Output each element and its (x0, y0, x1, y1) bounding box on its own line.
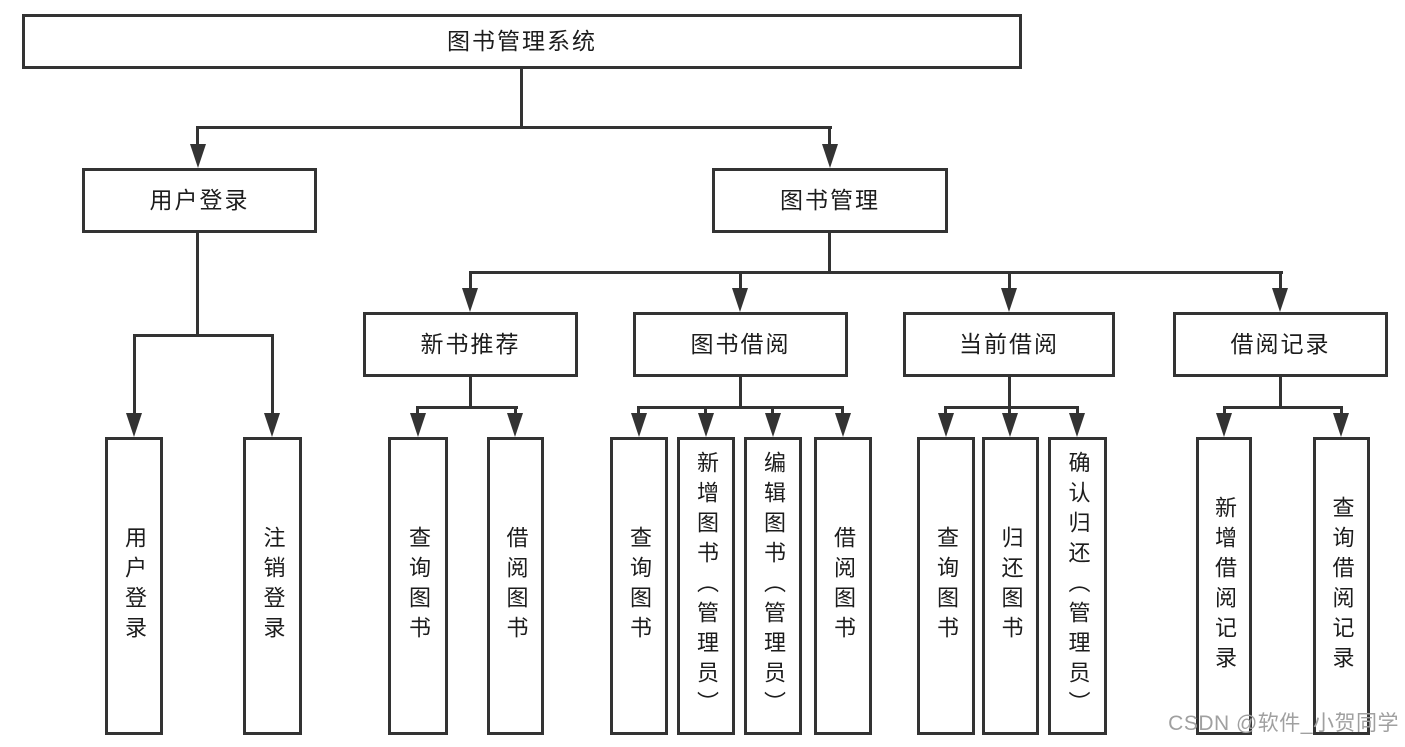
connector-drop-return (1008, 406, 1011, 416)
arrowhead-borrow1 (507, 413, 523, 437)
arrowhead-edit-book (765, 413, 781, 437)
arrowhead-return (1002, 413, 1018, 437)
node-new-book-recommend: 新书推荐 (363, 312, 578, 377)
connector-drop-borrow1 (514, 406, 517, 416)
connector-current-rail (944, 406, 1079, 409)
csdn-watermark: CSDN @软件_小贺同学 (1168, 712, 1399, 735)
arrowhead-query2 (631, 413, 647, 437)
arrowhead-add-record (1216, 413, 1232, 437)
arrowhead-query-record (1333, 413, 1349, 437)
node-book-management: 图书管理 (712, 168, 948, 233)
arrowhead-borrow2 (835, 413, 851, 437)
connector-borrowing-stub (739, 377, 742, 408)
connector-drop-query2 (637, 406, 640, 416)
arrowhead-leaf-login (126, 413, 142, 437)
connector-drop-leaf-logout (271, 334, 274, 416)
connector-drop-leaf-login (133, 334, 136, 416)
leaf-add-book-admin: 新增图书（管理员） (677, 437, 735, 735)
arrowhead-leaf-logout (264, 413, 280, 437)
connector-drop-book-mgmt (828, 126, 831, 148)
arrowhead-add-book (698, 413, 714, 437)
connector-current-stub (1008, 377, 1011, 408)
leaf-query-books-2: 查询图书 (610, 437, 668, 735)
connector-drop-records (1279, 271, 1282, 291)
leaf-return-books: 归还图书 (982, 437, 1039, 735)
arrowhead-confirm (1069, 413, 1085, 437)
arrowhead-borrowing (732, 288, 748, 312)
leaf-user-login: 用户登录 (105, 437, 163, 735)
leaf-query-borrow-record: 查询借阅记录 (1313, 437, 1370, 735)
connector-drop-add-record (1223, 406, 1226, 416)
connector-records-stub (1279, 377, 1282, 408)
connector-drop-borrowing (739, 271, 742, 291)
arrowhead-query3 (938, 413, 954, 437)
connector-user-login-rail (133, 334, 274, 337)
connector-root-stub (520, 68, 523, 128)
connector-drop-edit-book (771, 406, 774, 416)
connector-new-books-stub (469, 377, 472, 408)
connector-drop-query-record (1340, 406, 1343, 416)
connector-drop-new-books (469, 271, 472, 291)
arrowhead-current (1001, 288, 1017, 312)
leaf-borrow-books-1: 借阅图书 (487, 437, 544, 735)
arrowhead-book-mgmt (822, 144, 838, 168)
arrowhead-records (1272, 288, 1288, 312)
leaf-edit-book-admin: 编辑图书（管理员） (744, 437, 802, 735)
leaf-confirm-return-admin: 确认归还（管理员） (1048, 437, 1107, 735)
connector-drop-query3 (944, 406, 947, 416)
node-user-login: 用户登录 (82, 168, 317, 233)
leaf-logout: 注销登录 (243, 437, 302, 735)
connector-new-books-rail (416, 406, 518, 409)
node-current-borrowing: 当前借阅 (903, 312, 1115, 377)
connector-borrowing-rail (637, 406, 844, 409)
connector-book-mgmt-stub (828, 233, 831, 273)
arrowhead-user-login (190, 144, 206, 168)
arrowhead-query1 (410, 413, 426, 437)
connector-drop-current (1008, 271, 1011, 291)
leaf-borrow-books-2: 借阅图书 (814, 437, 872, 735)
connector-drop-add-book (704, 406, 707, 416)
leaf-add-borrow-record: 新增借阅记录 (1196, 437, 1252, 735)
connector-records-rail (1223, 406, 1343, 409)
connector-drop-user-login (196, 126, 199, 148)
node-borrow-records: 借阅记录 (1173, 312, 1388, 377)
connector-level2-rail (196, 126, 832, 129)
node-book-borrowing: 图书借阅 (633, 312, 848, 377)
leaf-query-books-3: 查询图书 (917, 437, 975, 735)
connector-drop-borrow2 (841, 406, 844, 416)
connector-user-login-stub (196, 233, 199, 336)
arrowhead-new-books (462, 288, 478, 312)
connector-drop-query1 (416, 406, 419, 416)
connector-level3-rail (469, 271, 1283, 274)
node-root-library-system: 图书管理系统 (22, 14, 1022, 69)
connector-drop-confirm (1076, 406, 1079, 416)
leaf-query-books-1: 查询图书 (388, 437, 448, 735)
